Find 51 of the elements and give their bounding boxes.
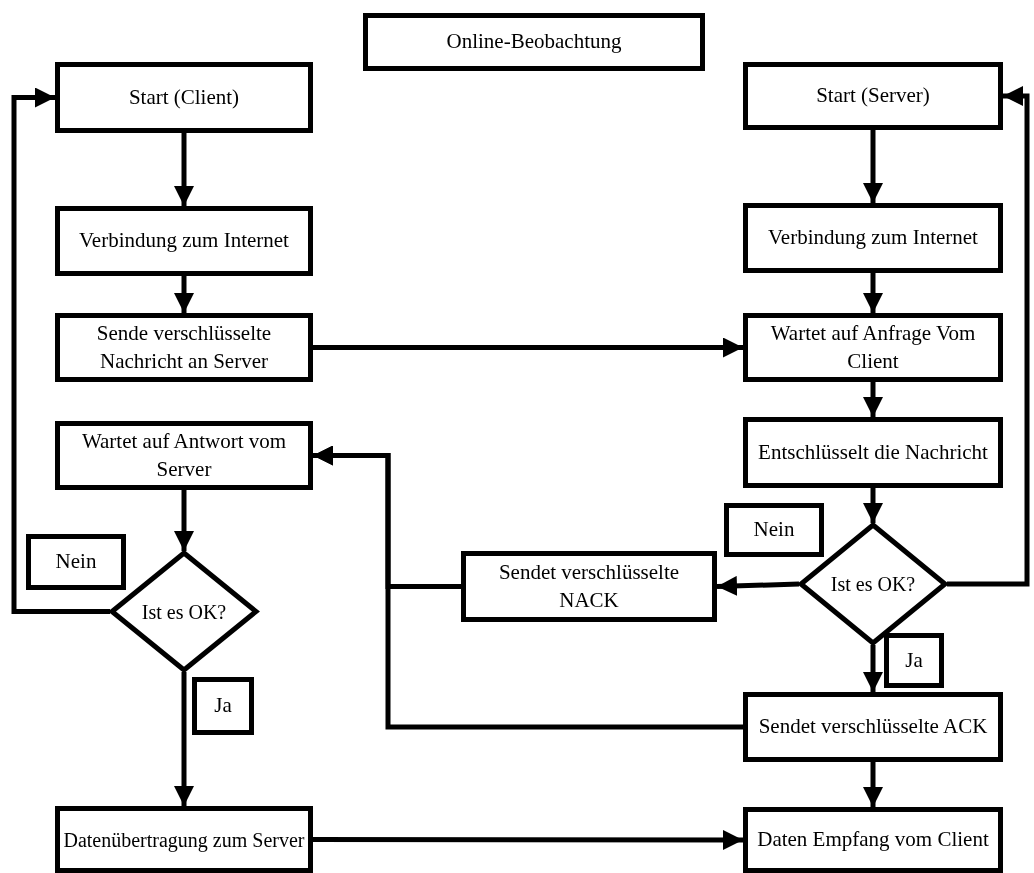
node-label: Nein [753,516,795,544]
arrow [313,830,743,850]
start-box [55,62,313,133]
process-box [743,203,1003,273]
process-box [55,806,313,873]
arrow [947,86,1030,587]
node-label: Wartet auf Antwort vom Server [80,428,288,483]
process-box [55,421,313,490]
process-box [743,807,1003,873]
node-label: Daten Empfang vom Client [757,826,989,854]
process-box [743,417,1003,488]
node-label: Ja [214,692,232,720]
process-box [743,692,1003,762]
arrow [863,382,883,417]
branch-label-box [724,503,824,557]
node-label: Sendet verschlüsselte ACK [758,713,988,741]
node-label: Datenübertragung zum Server [63,827,305,853]
branch-label-box [192,677,254,735]
branch-label-box [26,534,126,590]
node-label: Sende verschlüsselte Nachricht an Server [95,320,273,375]
node-label: Start (Server) [816,82,930,110]
process-box [461,551,717,622]
title-box [363,13,705,71]
arrow [174,276,194,313]
arrow [863,488,883,523]
process-box [55,206,313,276]
node-label: Ist es OK? [141,599,227,625]
node-label: Verbindung zum Internet [79,227,289,255]
arrow [863,762,883,807]
arrow [716,575,800,596]
node-label: Nein [55,548,97,576]
branch-label-box [884,633,944,688]
node-label: Ja [905,646,923,674]
arrow [863,130,883,203]
node-label: Entschlüsselt die Nachricht [758,438,988,466]
start-box [743,62,1003,130]
node-label: Sendet verschlüsselte NACK [497,559,681,614]
arrow [174,490,194,551]
arrow [863,645,883,692]
arrow [11,87,110,614]
node-label: Start (Client) [128,83,240,111]
arrow [863,273,883,313]
node-label: Verbindung zum Internet [768,224,978,252]
process-box [55,313,313,382]
arrow [174,133,194,206]
arrow [313,337,743,358]
process-box [743,313,1003,382]
node-label: Ist es OK? [830,572,916,597]
arrow [174,672,194,806]
node-label: Online-Beobachtung [446,28,622,56]
node-label: Wartet auf Anfrage Vom Client [769,320,977,375]
